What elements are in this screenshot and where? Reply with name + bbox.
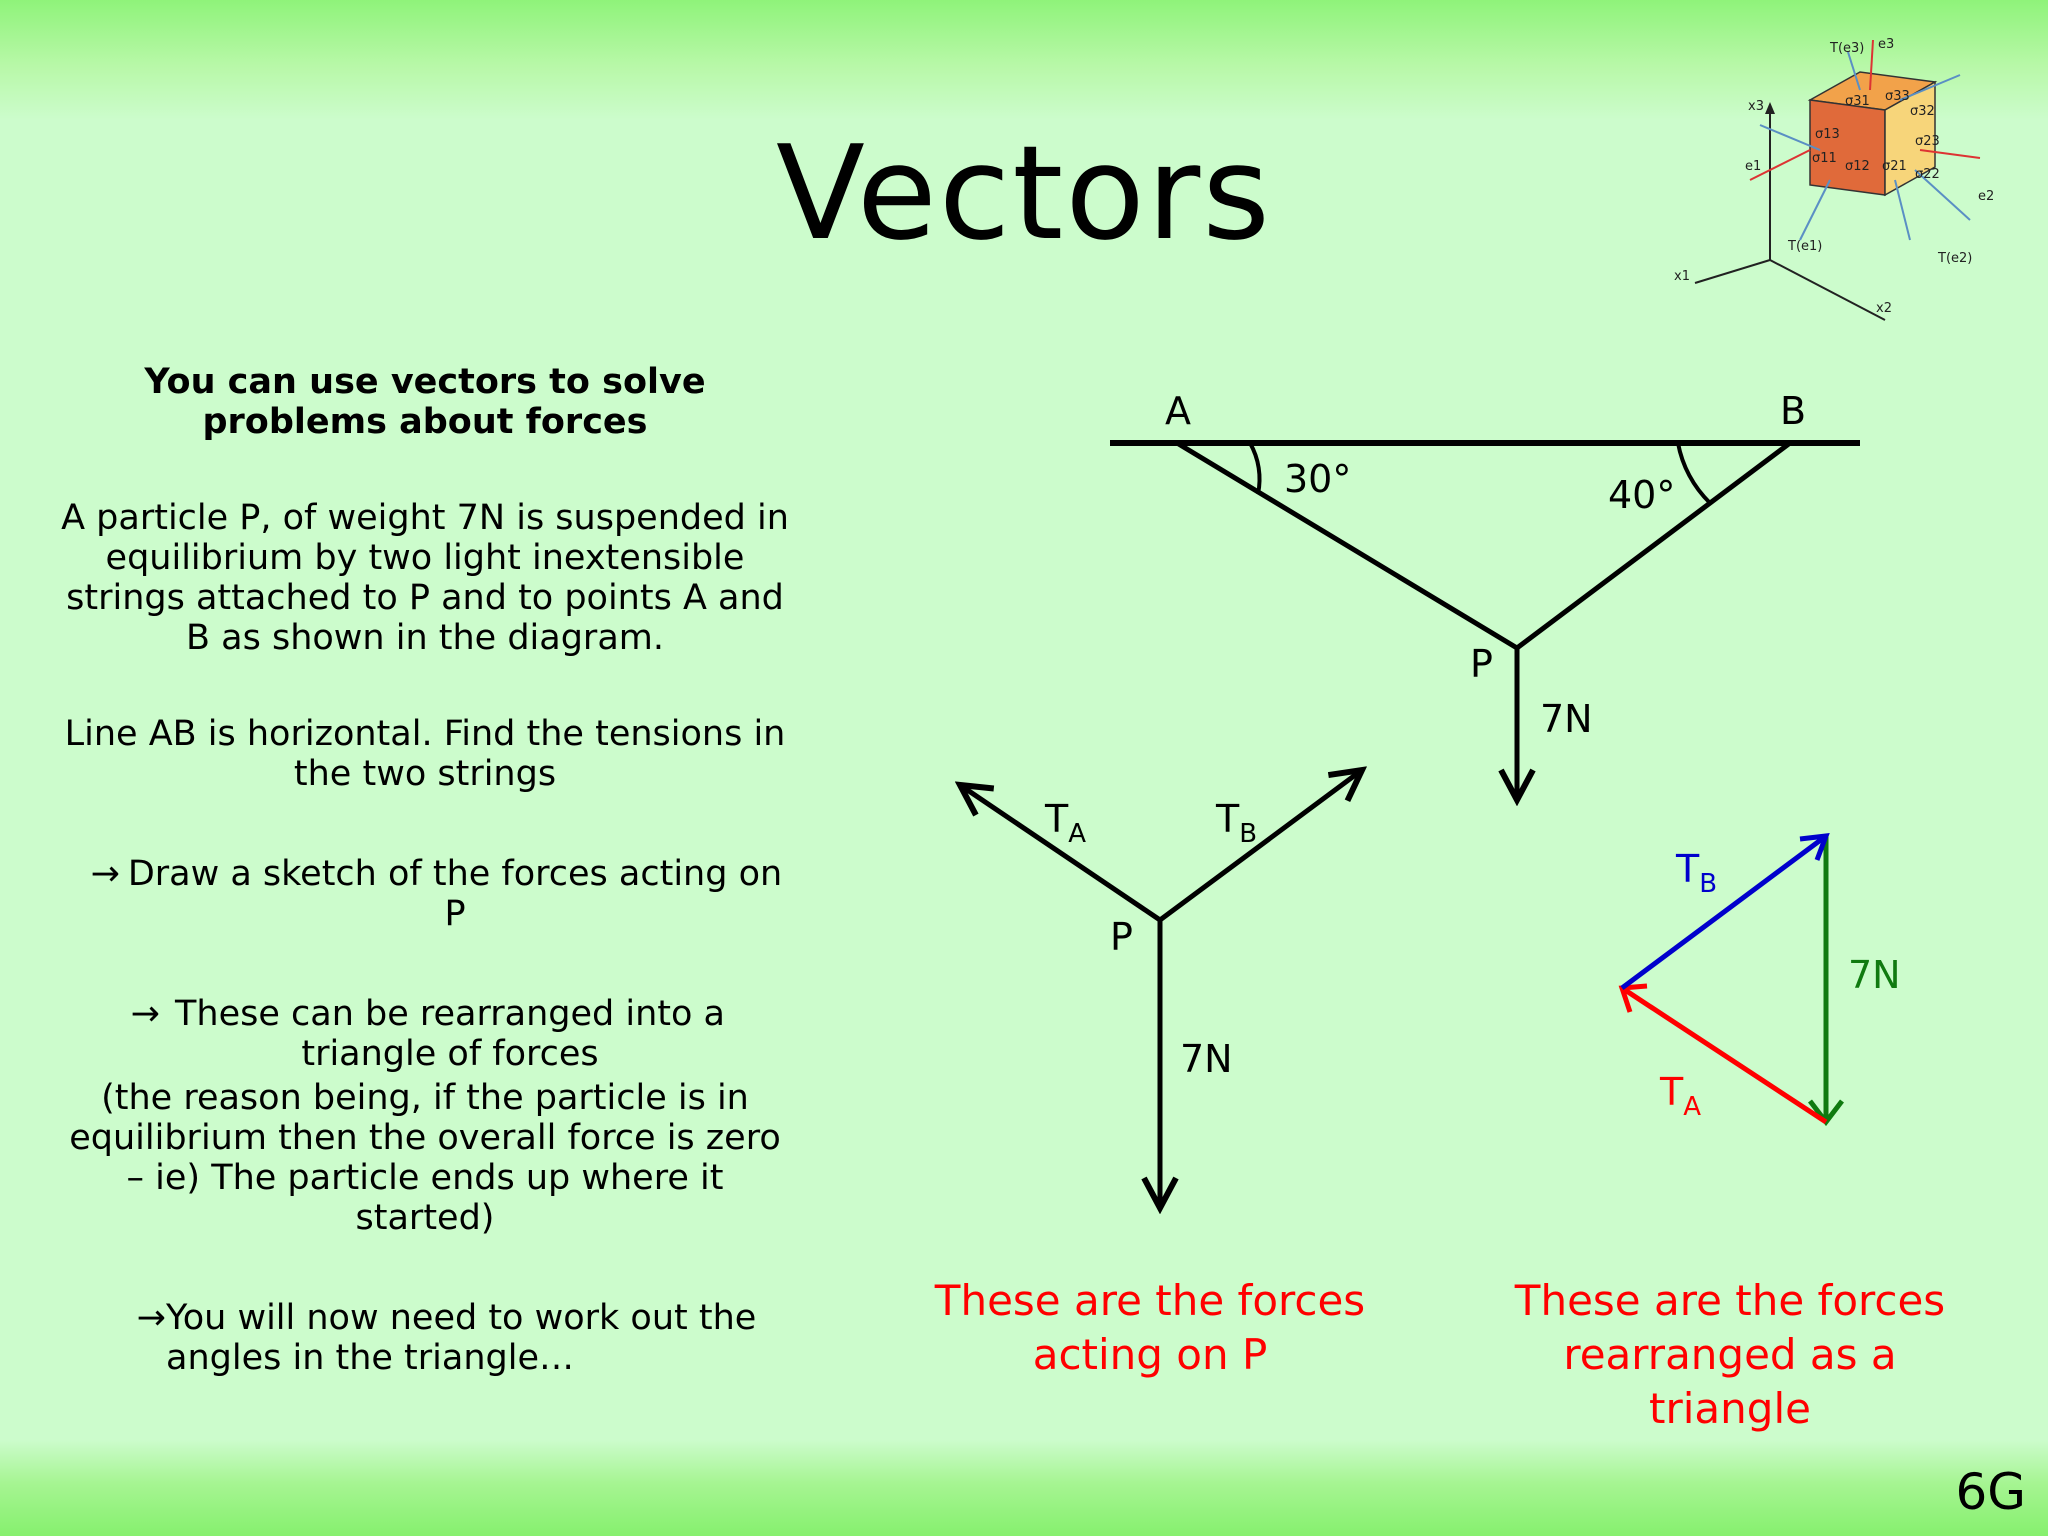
bottom-gradient-band [0, 1440, 2048, 1536]
step-text: Draw a sketch of the forces acting on P [127, 854, 783, 934]
equilibrium-note: (the reason being, if the particle is in… [69, 1078, 781, 1238]
svg-text:T(e3): T(e3) [1829, 41, 1864, 56]
angle-arc-a [1248, 442, 1262, 495]
arrow-bullet-icon: → [136, 1298, 166, 1338]
weight-label-2: 7N [1180, 1037, 1233, 1081]
angle-arc-b [1676, 442, 1712, 505]
suspension-diagram: A B 30° 40° P 7N [1110, 389, 1860, 800]
svg-text:σ11: σ11 [1812, 151, 1837, 166]
problem-statement: A particle P, of weight 7N is suspended … [61, 498, 789, 658]
task-statement: Line AB is horizontal. Find the tensions… [64, 714, 786, 794]
svg-text:e1: e1 [1745, 159, 1761, 174]
angle-a-label: 30° [1284, 457, 1351, 501]
triangle-tb-label: TB [1675, 847, 1717, 899]
svg-text:T(e2): T(e2) [1937, 251, 1972, 266]
problem-text-column: You can use vectors to solve problems ab… [60, 362, 790, 1378]
svg-text:σ33: σ33 [1885, 89, 1910, 104]
svg-text:σ13: σ13 [1815, 127, 1840, 142]
forces-caption: These are the forces acting on P [934, 1276, 1366, 1379]
triangle-ta-side [1620, 985, 1828, 1125]
label-p: P [1470, 642, 1493, 686]
svg-text:T(e1): T(e1) [1787, 239, 1822, 254]
svg-text:σ21: σ21 [1882, 159, 1907, 174]
triangle-weight-label: 7N [1848, 953, 1901, 997]
triangle-ta-label: TA [1659, 1070, 1701, 1122]
svg-text:x3: x3 [1748, 99, 1764, 114]
triangle-of-forces: TB 7N TA [1618, 833, 1901, 1127]
string-b [1515, 441, 1792, 650]
svg-text:e2: e2 [1978, 189, 1994, 204]
svg-text:σ32: σ32 [1910, 104, 1935, 119]
svg-text:σ31: σ31 [1845, 94, 1870, 109]
triangle-tb-side [1620, 833, 1828, 991]
step-text: These can be rearranged into a triangle … [175, 994, 725, 1074]
step-sketch: → Draw a sketch of the forces acting on … [60, 854, 790, 934]
top-gradient-band [0, 0, 2048, 120]
stress-cube-image: T(e3) e3 x3 σ31 σ33 σ32 σ13 σ23 σ11 σ12 … [1674, 37, 1994, 321]
forces-on-p-diagram: TA TB P 7N [960, 770, 1362, 1208]
tb-label: TB [1215, 797, 1257, 849]
ta-label: TA [1044, 797, 1086, 849]
intro-text: You can use vectors to solve problems ab… [144, 362, 706, 442]
label-p-2: P [1110, 915, 1133, 959]
svg-text:σ22: σ22 [1915, 167, 1940, 182]
string-a [1175, 440, 1519, 651]
triangle-tb-arrowhead [1799, 833, 1830, 861]
label-a: A [1165, 389, 1191, 433]
svg-text:σ23: σ23 [1915, 134, 1940, 149]
svg-text:e3: e3 [1878, 37, 1894, 52]
weight-label: 7N [1540, 697, 1593, 741]
step-angles: → You will now need to work out the angl… [60, 1298, 790, 1378]
arrow-bullet-icon: → [130, 994, 160, 1034]
slide-number: 6G [1955, 1463, 2026, 1521]
svg-text:σ12: σ12 [1845, 159, 1870, 174]
label-b: B [1780, 389, 1806, 433]
step-rearrange: → These can be rearranged into a triangl… [60, 994, 790, 1074]
triangle-caption: These are the forces rearranged as a tri… [1514, 1276, 1946, 1433]
ta-arrow [960, 785, 1162, 923]
svg-text:x2: x2 [1876, 301, 1892, 316]
tb-arrow [1158, 770, 1362, 923]
angle-b-label: 40° [1608, 473, 1675, 517]
step-text: You will now need to work out the angles… [166, 1298, 757, 1378]
slide-title: Vectors [776, 117, 1272, 269]
arrow-bullet-icon: → [90, 854, 120, 894]
svg-text:x1: x1 [1674, 269, 1690, 284]
